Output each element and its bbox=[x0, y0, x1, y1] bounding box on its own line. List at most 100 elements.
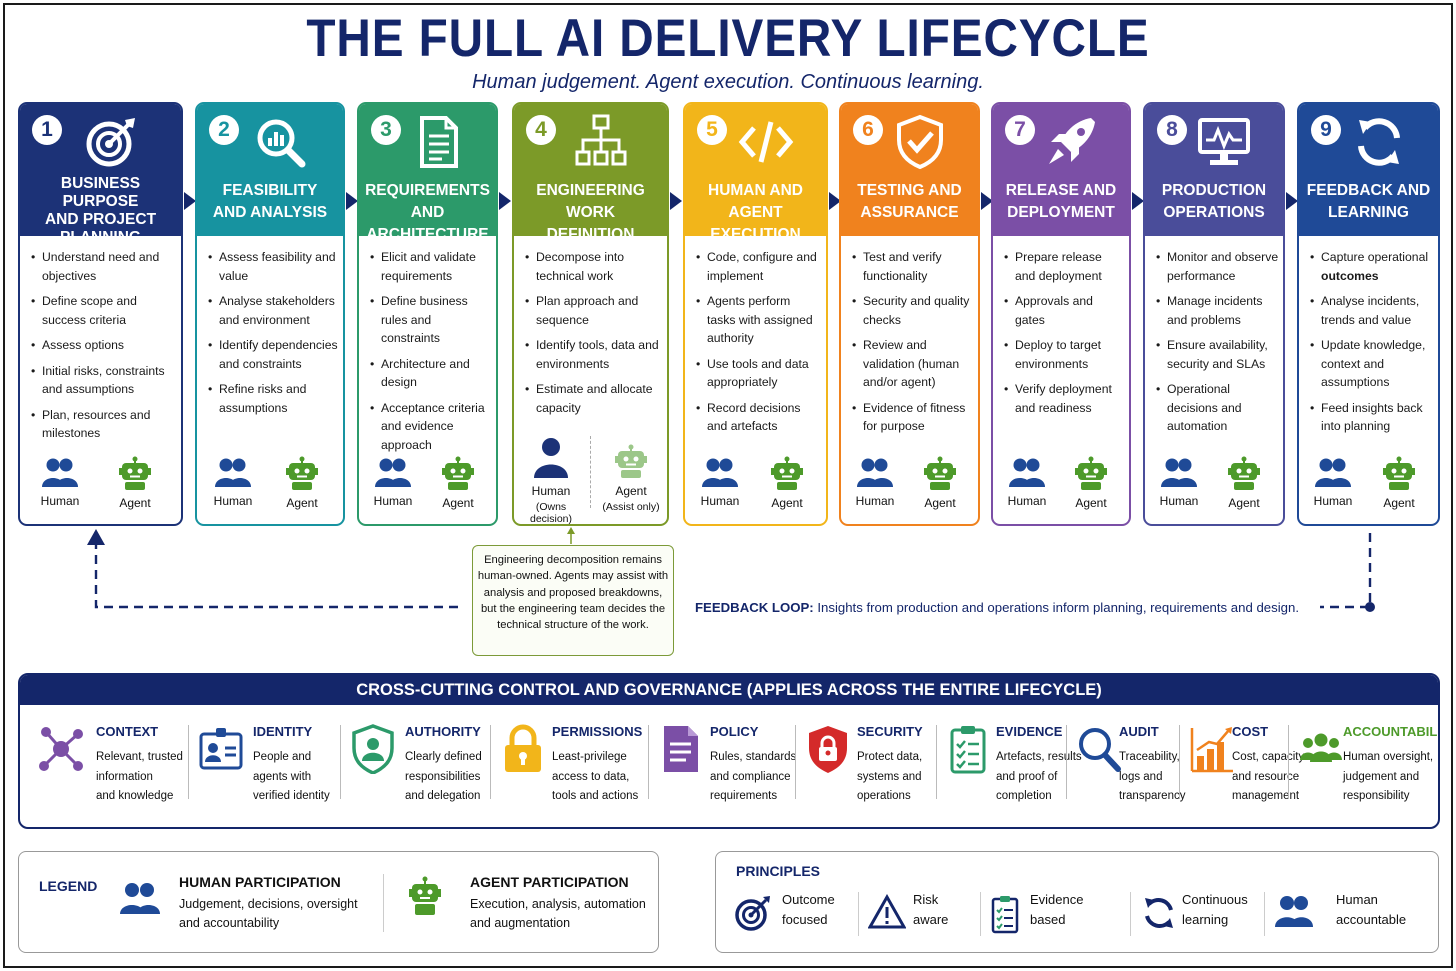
governance-item-policy: POLICY Rules, standards and compliance r… bbox=[658, 722, 808, 806]
target-icon bbox=[83, 114, 139, 170]
stage-header-8: 8 PRODUCTION OPERATIONS bbox=[1145, 104, 1283, 236]
stage-bullet: Operational decisions and automation bbox=[1156, 380, 1279, 436]
network-icon bbox=[38, 724, 84, 774]
agent-role-label: Agent bbox=[924, 496, 956, 510]
principles-title: PRINCIPLES bbox=[736, 863, 821, 879]
stage-bullet: Analyse incidents, trends and value bbox=[1310, 292, 1434, 329]
code-icon bbox=[738, 114, 794, 170]
people-icon bbox=[198, 456, 268, 488]
page-frame bbox=[3, 3, 1453, 968]
governance-item-name: ACCOUNTABILITY bbox=[1343, 724, 1440, 739]
stage-bullet: Assess options bbox=[31, 336, 177, 355]
stage-roles-1: Human Agent bbox=[20, 456, 181, 512]
agent-role: Agent bbox=[1364, 456, 1434, 510]
stage-number-3: 3 bbox=[371, 115, 401, 145]
people-icon bbox=[993, 456, 1062, 488]
governance-divider bbox=[490, 725, 491, 799]
people-icon bbox=[1145, 456, 1214, 488]
stage-card-1: 1 BUSINESS PURPOSE AND PROJECT PLANNING … bbox=[18, 102, 183, 526]
governance-item-desc: Least-privilege access to data, tools an… bbox=[552, 751, 639, 802]
stage-bullet: Estimate and allocate capacity bbox=[525, 380, 663, 417]
robot-icon bbox=[1209, 456, 1279, 490]
stage-bullets-2: Assess feasibility and valueAnalyse stak… bbox=[208, 248, 339, 424]
governance-item-security: SECURITY Protect data, systems and opera… bbox=[805, 722, 955, 806]
agent-role-label: Agent bbox=[1075, 496, 1107, 510]
governance-item-name: IDENTITY bbox=[253, 724, 313, 739]
principle-label: Continuous learning bbox=[1182, 892, 1248, 927]
human-role-label: Human bbox=[1159, 494, 1199, 508]
stage-bullet: Plan approach and sequence bbox=[525, 292, 663, 329]
people-icon bbox=[685, 456, 755, 488]
magnifier-chart-icon bbox=[252, 114, 308, 170]
legend-human-title: HUMAN PARTICIPATION bbox=[179, 874, 341, 890]
stage-bullet: Acceptance criteria and evidence approac… bbox=[370, 399, 492, 455]
stage-bullet: Initial risks, constraints and assumptio… bbox=[31, 362, 177, 399]
stage-arrow bbox=[184, 192, 196, 210]
stage-bullet: Security and quality checks bbox=[852, 292, 974, 329]
legend-agent-icon bbox=[409, 876, 441, 921]
governance-item-audit: AUDIT Traceability, logs and transparenc… bbox=[1076, 722, 1226, 806]
agent-role-label: Agent bbox=[1383, 496, 1415, 510]
human-role: Human bbox=[25, 456, 95, 508]
governance-divider bbox=[1066, 725, 1067, 799]
stage-arrow bbox=[1286, 192, 1298, 210]
human-role: Human bbox=[198, 456, 268, 508]
governance-item-name: AUDIT bbox=[1119, 724, 1159, 739]
governance-item-name: CONTEXT bbox=[96, 724, 159, 739]
robot-icon bbox=[423, 456, 493, 490]
governance-title: CROSS-CUTTING CONTROL AND GOVERNANCE (AP… bbox=[20, 675, 1438, 705]
stage-bullets-8: Monitor and observe performanceManage in… bbox=[1156, 248, 1279, 443]
governance-item-name: SECURITY bbox=[857, 724, 923, 739]
feedback-loop-label: FEEDBACK LOOP: bbox=[695, 600, 814, 615]
stage-bullets-4: Decompose into technical workPlan approa… bbox=[525, 248, 663, 424]
governance-item-desc: Clearly defined responsibilities and del… bbox=[405, 751, 482, 802]
stage-roles-2: Human Agent bbox=[197, 456, 343, 512]
agent-role: Agent bbox=[267, 456, 337, 510]
stage-number-6: 6 bbox=[853, 115, 883, 145]
stage-bullet: Review and validation (human and/or agen… bbox=[852, 336, 974, 392]
shield-person-icon bbox=[350, 724, 396, 775]
principle-item: Outcome focused bbox=[734, 890, 864, 940]
stage-arrow bbox=[981, 192, 993, 210]
human-role: Human bbox=[1145, 456, 1214, 508]
stage-title-2: FEASIBILITY AND ANALYSIS bbox=[212, 182, 328, 221]
legend-title: LEGEND bbox=[39, 878, 98, 894]
human-role: Human bbox=[1299, 456, 1368, 508]
stage-card-3: 3 REQUIREMENTS AND ARCHITECTURE Elicit a… bbox=[357, 102, 498, 526]
stage-title-3: REQUIREMENTS AND ARCHITECTURE bbox=[365, 182, 490, 243]
stage-bullet: Deploy to target environments bbox=[1004, 336, 1125, 373]
principle-item: Human accountable bbox=[1274, 890, 1407, 940]
stage-title-7: RELEASE AND DEPLOYMENT bbox=[1005, 182, 1117, 221]
agent-role: Agent bbox=[1209, 456, 1279, 510]
stage-arrow bbox=[829, 192, 841, 210]
principle-label: Human accountable bbox=[1336, 892, 1407, 927]
person-icon bbox=[516, 436, 586, 478]
legend-human-desc: Judgement, decisions, oversight and acco… bbox=[179, 897, 358, 930]
stage-bullets-1: Understand need and objectivesDefine sco… bbox=[31, 248, 177, 450]
stage-bullet: Verify deployment and readiness bbox=[1004, 380, 1125, 417]
stage-bullet: Define business rules and constraints bbox=[370, 292, 492, 348]
human-role-label: Human bbox=[1313, 494, 1353, 508]
governance-item-desc: Protect data, systems and operations bbox=[857, 751, 923, 802]
stage-title-9: FEEDBACK AND LEARNING bbox=[1306, 182, 1431, 221]
robot-icon bbox=[596, 444, 666, 478]
id-card-icon bbox=[198, 724, 244, 774]
principle-label: Outcome focused bbox=[782, 892, 835, 927]
governance-item-name: PERMISSIONS bbox=[552, 724, 643, 739]
page-subtitle: Human judgement. Agent execution. Contin… bbox=[472, 71, 984, 93]
monitor-icon bbox=[1196, 114, 1252, 170]
stage-card-7: 7 RELEASE AND DEPLOYMENT Prepare release… bbox=[991, 102, 1131, 526]
agent-role-label: Agent bbox=[615, 484, 647, 498]
people-icon bbox=[359, 456, 428, 488]
people-icon bbox=[841, 456, 910, 488]
governance-item-name: POLICY bbox=[710, 724, 759, 739]
governance-item-name: COST bbox=[1232, 724, 1269, 739]
legend-agent-desc: Execution, analysis, automation and augm… bbox=[470, 897, 646, 930]
stage-bullet: Record decisions and artefacts bbox=[696, 399, 822, 436]
stage-number-7: 7 bbox=[1005, 115, 1035, 145]
principle-divider bbox=[858, 892, 859, 936]
governance-item-desc: Rules, standards and compliance requirem… bbox=[710, 751, 797, 802]
stage-bullet: Assess feasibility and value bbox=[208, 248, 339, 285]
agent-role-label: Agent bbox=[119, 496, 151, 510]
stage-bullet: Approvals and gates bbox=[1004, 292, 1125, 329]
